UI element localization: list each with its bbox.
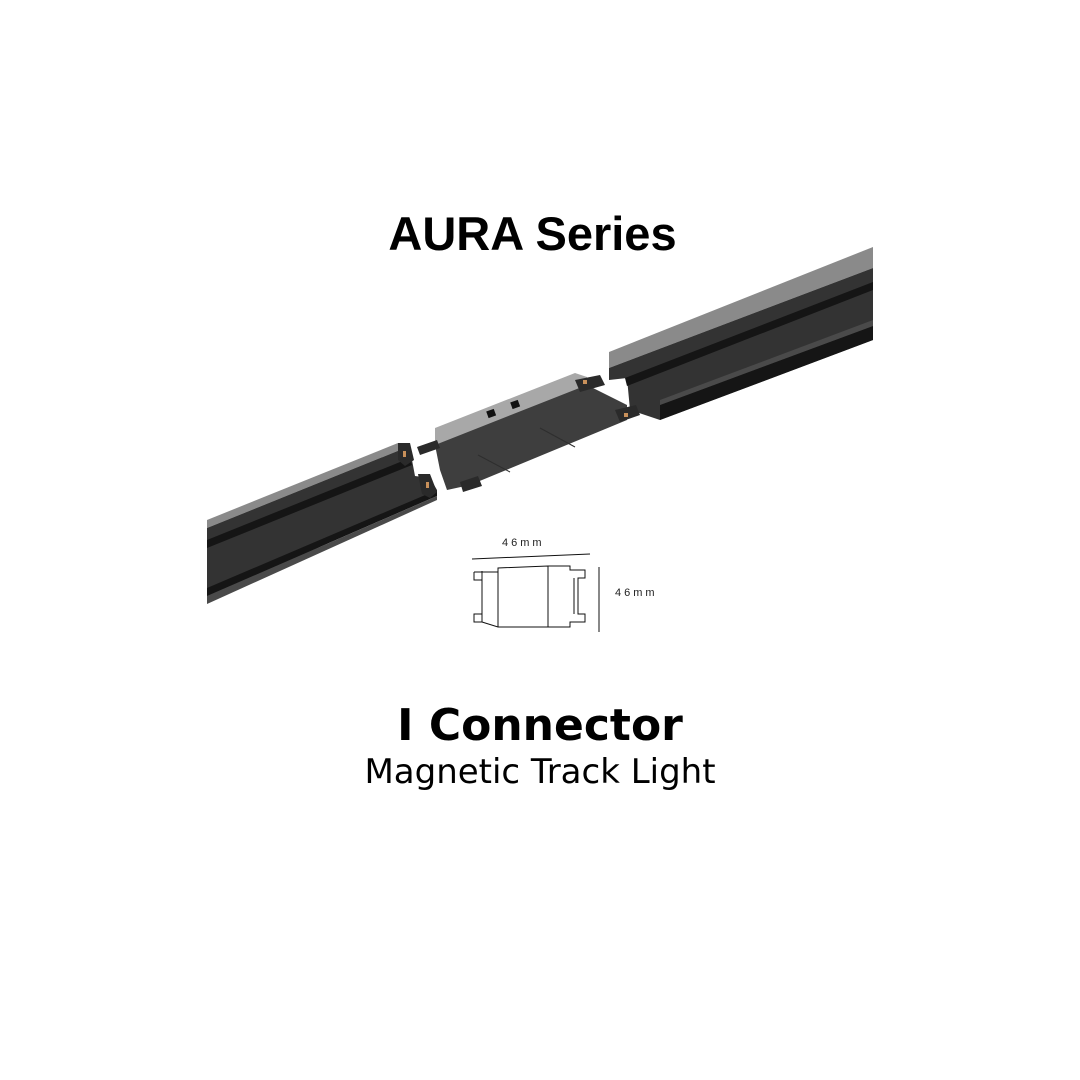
- connector-block: [417, 373, 640, 492]
- product-name: I Connector: [397, 700, 683, 751]
- left-track-segment: [207, 443, 437, 604]
- right-track-segment: [609, 247, 873, 420]
- width-dimension-line: [471, 553, 591, 560]
- series-title: AURA Series: [388, 207, 677, 260]
- dimension-drawing: [471, 553, 600, 632]
- height-dimension-label: 46mm: [615, 587, 658, 599]
- width-dimension-label: 46mm: [502, 537, 545, 549]
- product-subtitle: Magnetic Track Light: [364, 752, 716, 792]
